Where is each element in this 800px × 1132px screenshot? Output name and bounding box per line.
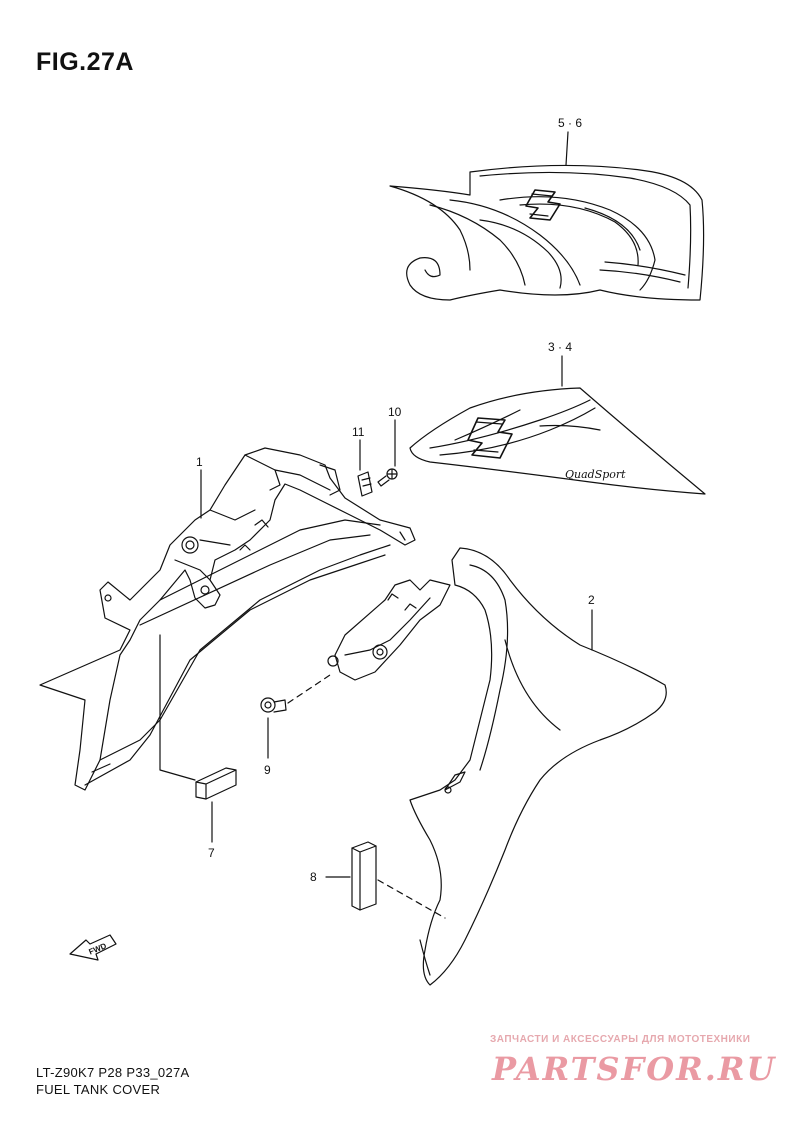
assembly-line-7: [159, 634, 196, 781]
quadsport-decal-part[interactable]: QuadSport: [409, 387, 706, 495]
section-name: FUEL TANK COVER: [36, 1082, 161, 1097]
figure-footer: LT-Z90K7 P28 P33_027A FUEL TANK COVER: [36, 1064, 190, 1098]
assembly-line-9: [287, 674, 331, 704]
callout-11: 11: [352, 425, 365, 439]
watermark-subtitle: ЗАПЧАСТИ И АКСЕССУАРЫ ДЛЯ МОТОТЕХНИКИ: [490, 1034, 751, 1045]
callout-10: 10: [388, 405, 402, 419]
leader-line-5-6: [565, 131, 569, 166]
decal-brand-text: QuadSport: [565, 468, 626, 481]
callout-7: 7: [208, 846, 215, 860]
clip-nut-part-11[interactable]: [357, 471, 373, 497]
tribal-decal-part[interactable]: [389, 164, 705, 301]
fuel-tank-cover-left-part[interactable]: [39, 447, 416, 791]
cushion-part-8[interactable]: [351, 841, 377, 911]
figure-title: FIG.27A: [36, 48, 134, 76]
callout-1: 1: [196, 455, 203, 469]
callout-9: 9: [264, 763, 271, 777]
fuel-tank-cover-right-part[interactable]: [327, 547, 667, 986]
cushion-part-7[interactable]: [195, 767, 237, 800]
fwd-arrow-icon: FWD: [69, 934, 117, 961]
screw-part-10[interactable]: [377, 468, 398, 487]
callout-8: 8: [310, 870, 317, 884]
model-code: LT-Z90K7 P28 P33_027A: [36, 1065, 190, 1080]
watermark-logo: PARTSFOR.RU: [492, 1050, 777, 1088]
callout-3-4: 3 · 4: [548, 340, 572, 354]
callout-2: 2: [588, 593, 595, 607]
trim-clip-part-9[interactable]: [260, 697, 287, 713]
assembly-line-8: [377, 879, 446, 919]
callout-5-6: 5 · 6: [558, 116, 582, 130]
